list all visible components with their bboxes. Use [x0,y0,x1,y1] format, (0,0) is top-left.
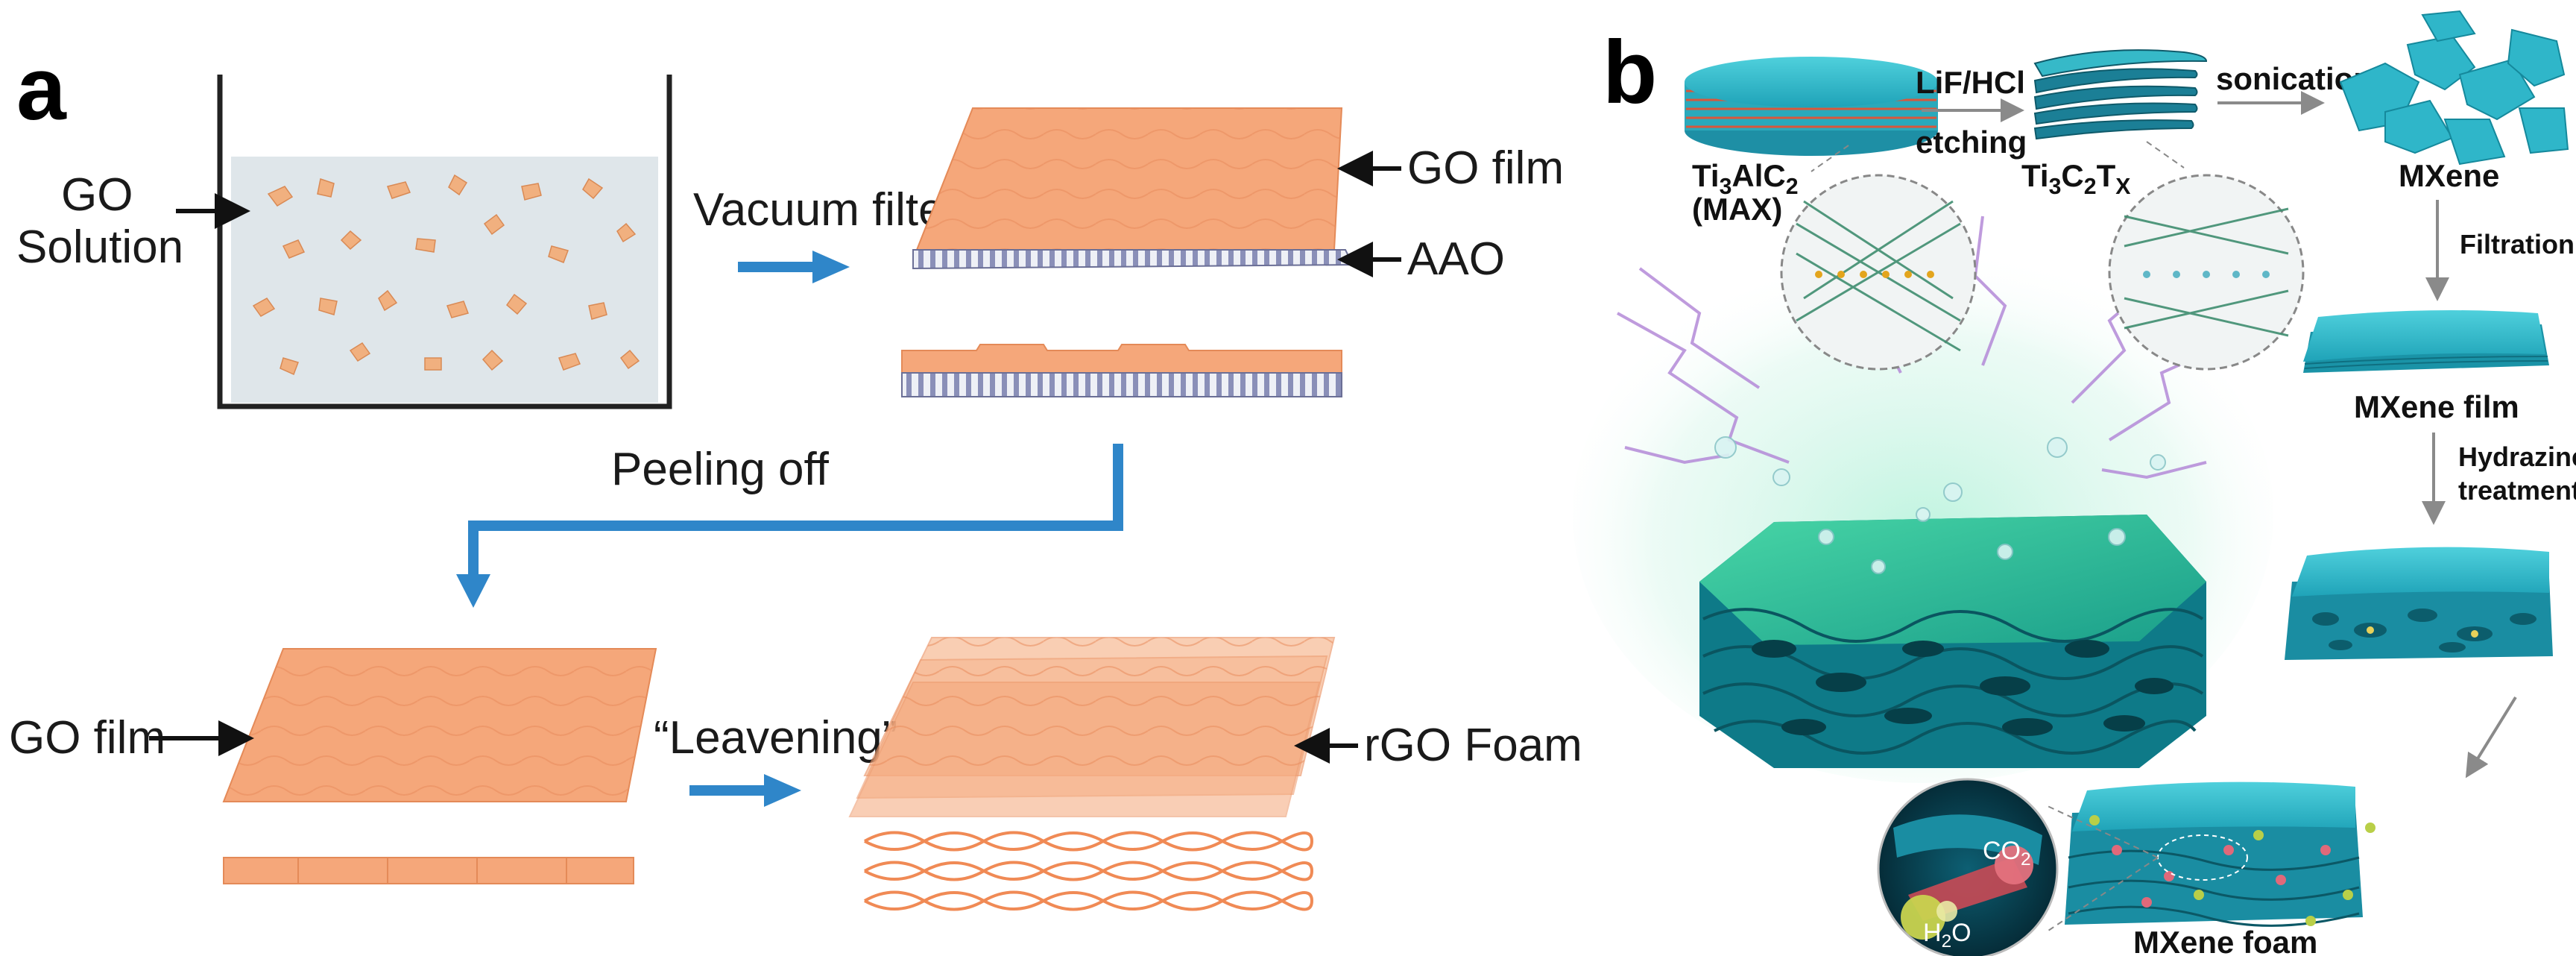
max-phase-disk [1685,57,1938,156]
mxene-flakes [2339,10,2569,166]
solution-liquid [231,157,658,403]
rgo-foam-label: rGO Foam [1364,720,1582,771]
go-flakes [252,174,640,376]
max-formula-text: Ti [1692,158,1720,193]
panel-a-letter: a [16,39,67,139]
panel-b-letter: b [1603,22,1657,122]
rgo-foam [848,637,1336,817]
panel-b: b Ti3AlC2 (MAX) LiF/HCl etching Ti3C2TX [1573,10,2576,956]
etching-label-line2: etching [1916,125,2027,160]
mxene-foam-label: MXene foam [2133,925,2317,956]
go-film-freestanding [222,648,657,884]
water-droplets [1714,436,2166,574]
go-solution-label-line1: GO [61,169,133,221]
vacuum-filter-arrowhead [812,251,850,283]
go-solution-beaker [217,75,672,409]
rgo-foam-cross-section [864,831,1313,911]
atomic-structure-zoom-right [2108,141,2305,371]
aao-label: AAO [1407,233,1505,285]
leavening-arrowhead [764,774,801,807]
go-film-cross-section [901,344,1342,397]
beaker-outline [217,75,672,409]
panel-a: a [9,39,1582,911]
atomic-structure-zoom-left [1780,145,1977,371]
mxene-expanded-film [2285,547,2553,660]
central-mxene-foam [1573,216,2273,783]
go-solution-label-line2: Solution [16,221,183,273]
mxene-film [2303,310,2549,373]
max-formula: Ti3AlC2 [1692,158,1799,199]
foam-body [1699,515,2206,768]
max-label: (MAX) [1692,192,1782,227]
vacuum-filter-label: Vacuum filter [693,184,959,236]
to-foam-arrow [2465,696,2517,779]
h2o-label: H2O [1923,919,1972,952]
peeling-off-arrow [468,444,1123,574]
go-film-bottom-label: GO film [9,712,165,764]
peeling-off-arrowhead [456,574,490,608]
mxene-label: MXene [2399,158,2499,193]
etching-label-line1: LiF/HCl [1916,65,2025,100]
co2-label: CO2 [1983,837,2031,869]
filtration-label: Filtration [2460,229,2575,260]
ti3c2tx-formula: Ti3C2TX [2021,158,2130,199]
aao-membrane [912,249,1354,270]
mxene-foam [2065,782,2375,927]
hydrazine-label-line2: treatment [2458,475,2576,506]
leavening-label: “Leavening” [654,712,897,764]
ti3c2tx-stack [2033,49,2208,140]
go-film-on-aao [912,107,1354,270]
peeling-off-label: Peeling off [611,444,830,495]
gas-zoom-circle [1877,778,2159,956]
hydrazine-label-line1: Hydrazine [2458,441,2576,472]
go-film-top-label: GO film [1407,142,1564,194]
mxene-film-label: MXene film [2354,389,2519,424]
